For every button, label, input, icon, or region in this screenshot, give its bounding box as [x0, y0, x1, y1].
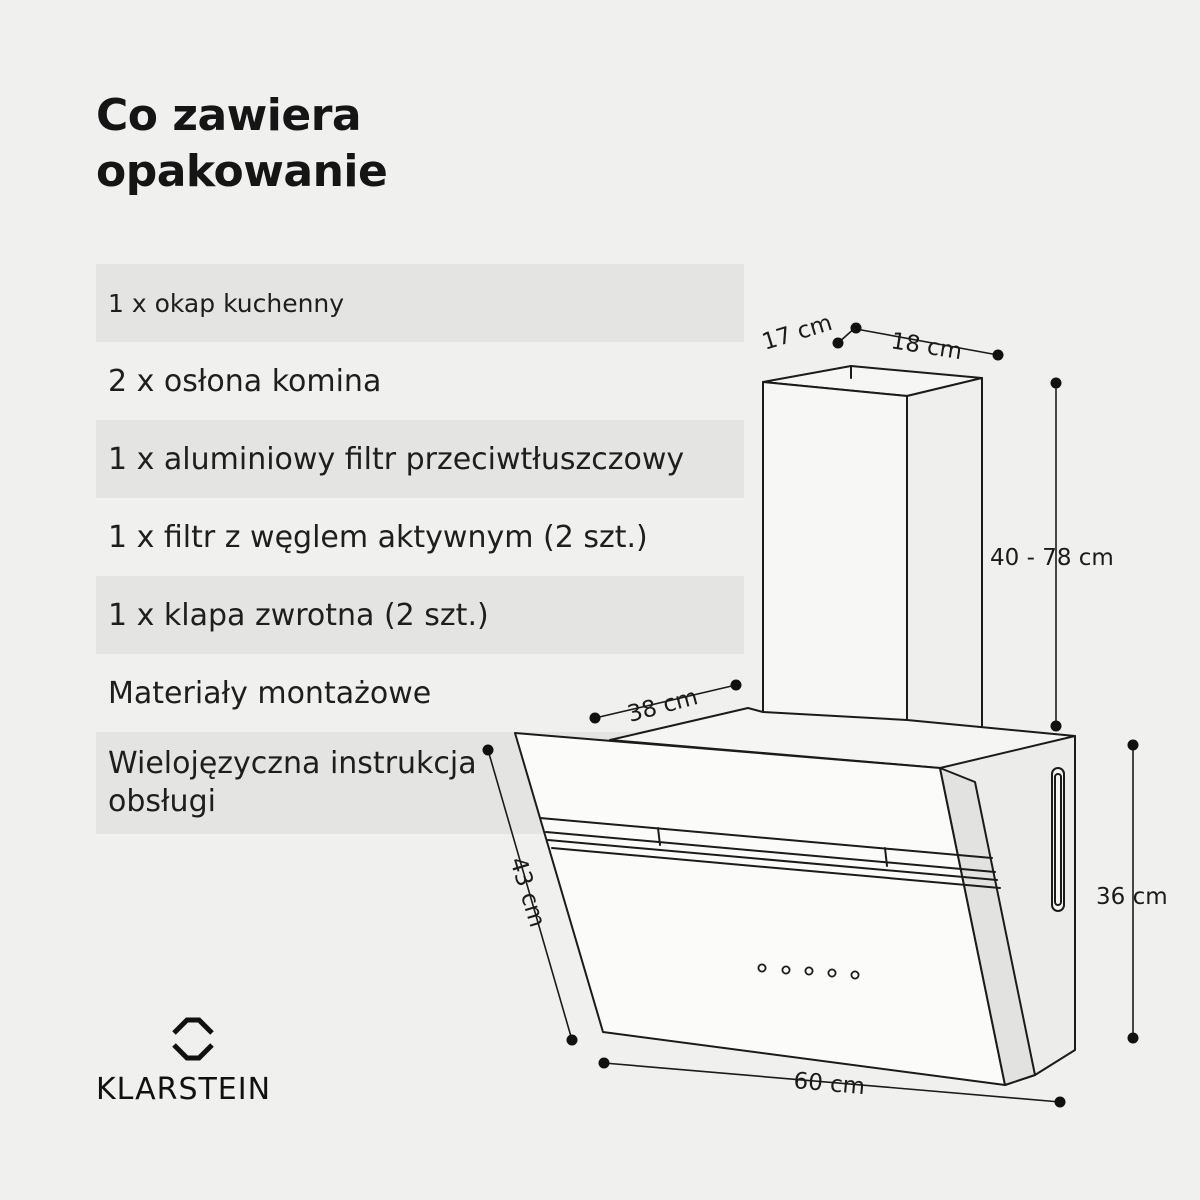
- page-title-line-2: opakowanie: [96, 146, 388, 197]
- list-item-label: 1 x okap kuchenny: [108, 288, 345, 318]
- dimension-label-hood-height: 36 cm: [1096, 884, 1168, 910]
- dimension-label-chimney-depth: 17 cm: [759, 310, 835, 356]
- dimension-label-chimney-height: 40 - 78 cm: [990, 545, 1114, 571]
- list-item-label: 2 x osłona komina: [108, 363, 382, 399]
- page-title-line-1: Co zawiera: [96, 90, 362, 141]
- list-item: 2 x osłona komina: [96, 342, 744, 420]
- list-item: Materiały montażowe: [96, 654, 744, 732]
- list-item: 1 x aluminiowy filtr przeciwtłuszczowy: [96, 420, 744, 498]
- dimension-label-hood-width: 60 cm: [792, 1068, 866, 1100]
- chimney-cover: [762, 365, 983, 746]
- list-item-label: Materiały montażowe: [108, 675, 432, 711]
- brand-name: KLARSTEIN: [96, 1072, 272, 1107]
- dimension-endpoints: [482, 322, 1139, 1108]
- control-buttons: [757, 963, 860, 980]
- list-item: 1 x okap kuchenny: [96, 264, 744, 342]
- list-item-label: Wielojęzyczna instrukcja obsługi: [108, 746, 477, 819]
- dimension-label-panel-height: 43 cm: [504, 854, 550, 930]
- brand-logo: KLARSTEIN: [96, 1012, 306, 1112]
- klarstein-diamond-logo-icon: [172, 1017, 214, 1061]
- list-item: 1 x klapa zwrotna (2 szt.): [96, 576, 744, 654]
- list-item-label: 1 x filtr z węglem aktywnym (2 szt.): [108, 519, 648, 555]
- page-title: Co zawiera opakowanie: [96, 88, 388, 200]
- package-contents-list: 1 x okap kuchenny 2 x osłona komina 1 x …: [96, 264, 744, 834]
- list-item-label: 1 x klapa zwrotna (2 szt.): [108, 597, 489, 633]
- list-item: 1 x filtr z węglem aktywnym (2 szt.): [96, 498, 744, 576]
- dimension-lines: [487, 326, 1134, 1103]
- dimension-label-chimney-width: 18 cm: [889, 328, 964, 365]
- hood-body: [514, 707, 1076, 1086]
- list-item-label: 1 x aluminiowy filtr przeciwtłuszczowy: [108, 441, 685, 477]
